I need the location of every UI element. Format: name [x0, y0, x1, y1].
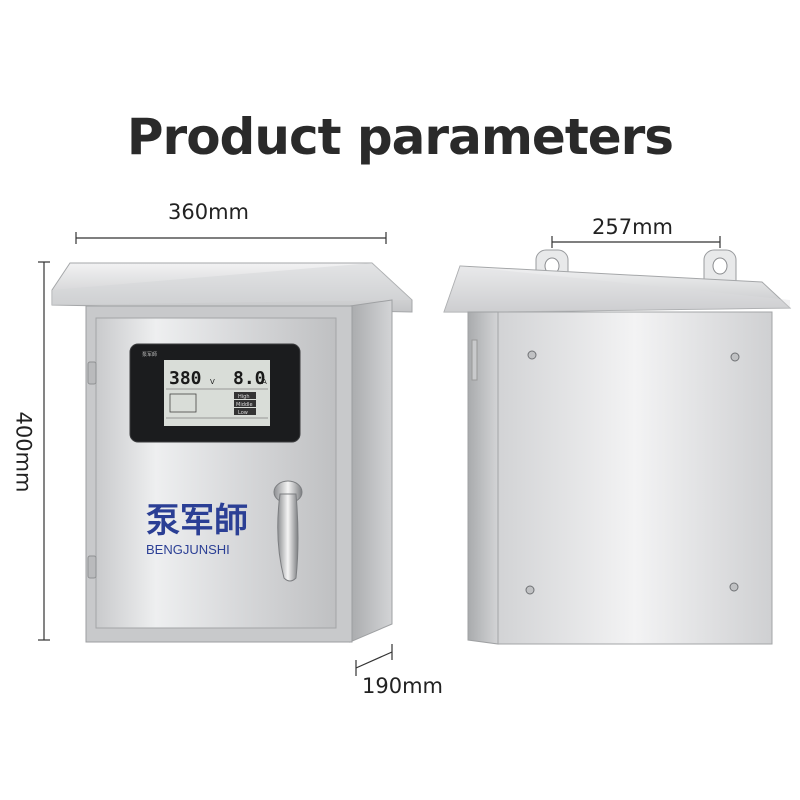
enclosure-front-view: 泵军師 380 V 8.0 A High Middle Low 泵军師 BENG… — [51, 262, 413, 643]
status-middle: Middle — [236, 402, 253, 408]
hanger-spacing-line — [551, 236, 721, 248]
page-title: Product parameters — [126, 108, 674, 166]
width-dimension-label: 360mm — [168, 200, 249, 224]
width-dimension-line — [75, 232, 387, 244]
enclosure-back-view — [443, 249, 792, 645]
pump-icon — [169, 393, 197, 413]
screw-icon — [730, 352, 740, 362]
screw-icon — [527, 350, 537, 360]
hanger-spacing-label: 257mm — [592, 215, 673, 239]
screw-icon — [729, 582, 739, 592]
brand-name-chinese: 泵军師 — [146, 501, 248, 541]
status-high-bar — [234, 392, 256, 399]
status-high: High — [238, 394, 250, 400]
status-low: Low — [238, 410, 248, 416]
depth-dimension-line — [355, 644, 393, 676]
current-readout: 8.0 — [233, 368, 266, 389]
svg-text:泵军師: 泵军師 — [142, 351, 157, 358]
lcd-display-panel: 泵军師 380 V 8.0 A High Middle Low — [129, 343, 301, 443]
depth-dimension-label: 190mm — [362, 674, 443, 698]
voltage-unit: V — [210, 378, 215, 386]
height-dimension-line — [38, 261, 50, 641]
hinge-bottom — [87, 555, 97, 579]
voltage-readout: 380 — [169, 368, 202, 389]
hinge-top — [87, 361, 97, 385]
status-low-bar — [234, 408, 256, 415]
status-middle-bar — [234, 400, 256, 407]
brand-name-english: BENGJUNSHI — [146, 542, 230, 557]
door-handle-icon — [273, 480, 303, 582]
back-panel — [497, 311, 773, 645]
screw-icon — [525, 585, 535, 595]
current-unit: A — [262, 378, 267, 386]
